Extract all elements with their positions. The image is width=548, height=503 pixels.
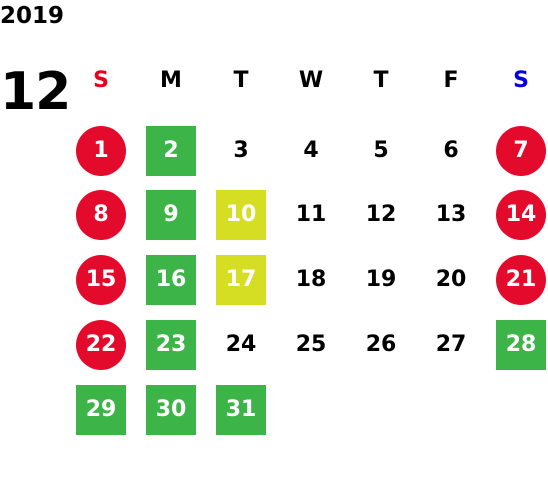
- calendar-day-30[interactable]: 30: [146, 385, 196, 435]
- calendar-day-6[interactable]: 6: [443, 138, 459, 163]
- calendar-day-15[interactable]: 15: [76, 255, 126, 305]
- calendar-day-24[interactable]: 24: [225, 332, 257, 357]
- calendar-day-27[interactable]: 27: [435, 332, 467, 357]
- calendar-day-3[interactable]: 3: [233, 138, 249, 163]
- weekday-header: M: [160, 68, 182, 93]
- calendar-day-4[interactable]: 4: [303, 138, 319, 163]
- calendar-day-13[interactable]: 13: [435, 202, 467, 227]
- calendar-day-31[interactable]: 31: [216, 385, 266, 435]
- calendar-day-23[interactable]: 23: [146, 320, 196, 370]
- weekday-header: S: [93, 68, 109, 93]
- calendar-day-22[interactable]: 22: [76, 320, 126, 370]
- calendar-day-28[interactable]: 28: [496, 320, 546, 370]
- weekday-header: T: [373, 68, 389, 93]
- calendar-day-11[interactable]: 11: [295, 202, 327, 227]
- weekday-header: F: [443, 68, 459, 93]
- calendar-day-21[interactable]: 21: [496, 255, 546, 305]
- calendar-day-2[interactable]: 2: [146, 126, 196, 176]
- weekday-header: W: [298, 68, 324, 93]
- calendar-day-29[interactable]: 29: [76, 385, 126, 435]
- calendar-year: 2019: [0, 3, 65, 29]
- calendar-day-16[interactable]: 16: [146, 255, 196, 305]
- calendar-day-12[interactable]: 12: [365, 202, 397, 227]
- calendar-day-19[interactable]: 19: [365, 267, 397, 292]
- calendar-day-20[interactable]: 20: [435, 267, 467, 292]
- calendar-day-18[interactable]: 18: [295, 267, 327, 292]
- weekday-header: T: [233, 68, 249, 93]
- calendar-day-1[interactable]: 1: [76, 126, 126, 176]
- calendar-day-26[interactable]: 26: [365, 332, 397, 357]
- calendar-month: 12: [0, 62, 71, 122]
- calendar-day-25[interactable]: 25: [295, 332, 327, 357]
- weekday-header: S: [513, 68, 529, 93]
- calendar-day-17[interactable]: 17: [216, 255, 266, 305]
- calendar-day-14[interactable]: 14: [496, 190, 546, 240]
- calendar-day-10[interactable]: 10: [216, 190, 266, 240]
- calendar-day-8[interactable]: 8: [76, 190, 126, 240]
- calendar-day-7[interactable]: 7: [496, 126, 546, 176]
- calendar-day-9[interactable]: 9: [146, 190, 196, 240]
- calendar-day-5[interactable]: 5: [373, 138, 389, 163]
